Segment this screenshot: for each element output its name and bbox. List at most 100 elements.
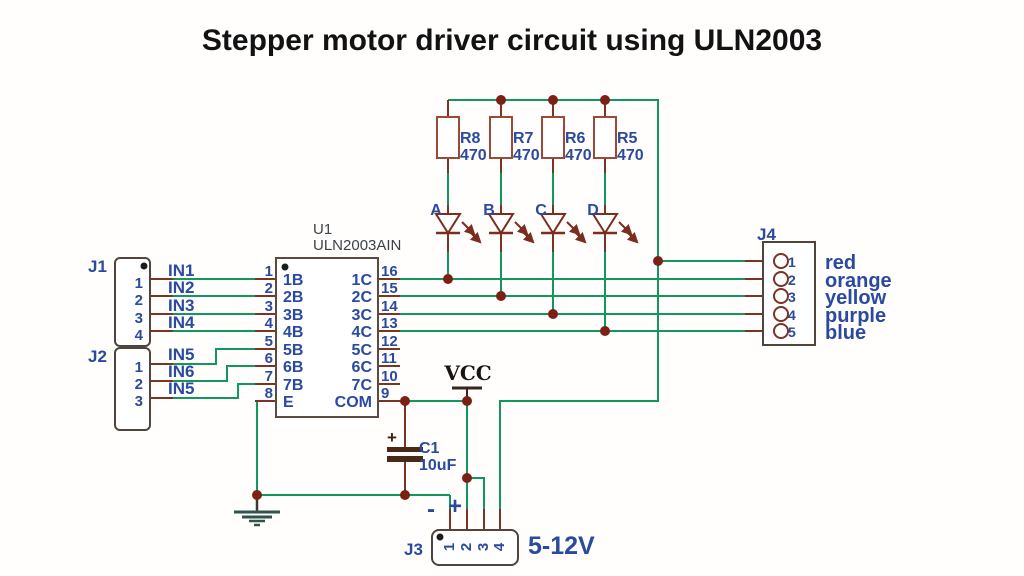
led-symbol-a	[434, 213, 482, 244]
connector-j4-ref: J4	[757, 225, 776, 244]
wire-color-blue: blue	[825, 322, 867, 344]
ic-pin-label: 3B	[283, 307, 304, 324]
ic-pin-label: 7B	[283, 377, 304, 394]
ic-pin-label: 2C	[351, 289, 372, 306]
resistor-body-r8	[436, 116, 460, 159]
j3-pin-number: 2	[458, 542, 475, 552]
j3-pin-number: 3	[475, 542, 492, 552]
wire-j2-nets	[173, 348, 255, 399]
ic-pin-number: 6	[264, 350, 273, 367]
resistor-value-r6: 470	[565, 147, 592, 164]
net-label-in5b: IN5	[168, 379, 195, 398]
pin1-indicator-dots	[140, 262, 444, 541]
ic-pin-number: 5	[264, 333, 273, 350]
resistor-ref-r6: R6	[565, 130, 586, 147]
resistor-bodies	[436, 116, 617, 159]
ground-symbol	[234, 495, 280, 527]
resistor-ref-r7: R7	[513, 130, 534, 147]
ic-body	[275, 257, 379, 418]
j1-pin-number: 2	[134, 292, 143, 309]
wires	[173, 99, 745, 509]
j2-pin-number: 1	[134, 359, 143, 376]
connector-j1-body	[114, 257, 151, 347]
ic-pin-number: 15	[381, 280, 398, 297]
ic-pin-label: 6B	[283, 359, 304, 376]
led-label-b: B	[483, 202, 495, 219]
wire-output-rows	[400, 278, 745, 332]
net-label-in3: IN3	[168, 296, 195, 315]
ic-pin-label: E	[283, 394, 294, 411]
j3-minus-sign: -	[427, 496, 435, 523]
connector-j4-body	[762, 241, 816, 346]
junction-dots	[252, 95, 663, 500]
ic-pin-number: 7	[264, 368, 273, 385]
ic-pin-label: 2B	[283, 289, 304, 306]
led-symbols	[434, 213, 639, 244]
j4-pin-number: 4	[788, 307, 796, 323]
wire-resistor-to-led	[447, 172, 606, 206]
wire-color-purple: purple	[825, 305, 887, 327]
connector-j1-ref: J1	[88, 257, 107, 276]
connector-j2-body	[114, 347, 151, 431]
led-symbol-c	[539, 213, 587, 244]
j1-pin-number: 3	[134, 310, 143, 327]
wire-led-to-row	[447, 251, 606, 331]
j4-pin-number: 3	[788, 289, 796, 305]
capacitor-value: 10uF	[419, 457, 457, 474]
resistor-ref-r5: R5	[617, 130, 638, 147]
ic-pin-number: 12	[381, 333, 398, 350]
j2-pin-number: 3	[134, 393, 143, 410]
j3-pin-number: 4	[491, 542, 508, 552]
ic-pin-number: 3	[264, 298, 273, 315]
ic-pin-number: 11	[381, 350, 397, 367]
ic-pin-label: 4C	[351, 324, 372, 341]
wire-color-red: red	[825, 252, 857, 274]
vcc-label: VCC	[444, 361, 492, 385]
wire-j3-feeds	[449, 401, 485, 509]
net-label-in4: IN4	[168, 313, 195, 332]
resistor-body-r6	[541, 116, 565, 159]
j4-pin-number: 5	[788, 324, 796, 340]
ic-pin-number: 1	[264, 263, 273, 280]
led-symbol-b	[487, 213, 535, 244]
capacitor-symbol	[387, 447, 423, 462]
ic-pin-label: 1C	[351, 272, 372, 289]
ic-pin-label: 6C	[351, 359, 372, 376]
led-symbol-d	[591, 213, 639, 244]
connector-j2-ref: J2	[88, 347, 107, 366]
net-label-in2: IN2	[168, 278, 195, 297]
ic-pin-number: 10	[381, 368, 398, 385]
j4-pin-number: 1	[788, 254, 796, 270]
led-label-d: D	[587, 202, 599, 219]
resistor-value-r5: 470	[617, 147, 644, 164]
capacitor-plus-sign: +	[387, 428, 397, 447]
resistor-ref-r8: R8	[460, 130, 481, 147]
ic-pin-label: 3C	[351, 307, 372, 324]
j2-pin-number: 2	[134, 376, 143, 393]
ic-pin-label: 5B	[283, 342, 304, 359]
ic-pin-number: 14	[381, 298, 398, 315]
j3-plus-sign: +	[448, 493, 463, 520]
supply-voltage-label: 5-12V	[528, 532, 595, 560]
connector-j3-ref: J3	[404, 540, 423, 559]
net-label-in6: IN6	[168, 362, 195, 381]
ic-part-number: ULN2003AIN	[313, 237, 402, 254]
j4-pin-number: 2	[788, 272, 796, 288]
resistor-body-r5	[593, 116, 617, 159]
resistor-body-r7	[489, 116, 513, 159]
ic-pin-number: 2	[264, 280, 273, 297]
capacitor-ref: C1	[419, 440, 440, 457]
wire-input-rows	[173, 278, 255, 332]
wire-color-yellow: yellow	[825, 287, 887, 309]
connector-j3-body	[431, 529, 519, 566]
ic-pin-number: 9	[381, 385, 390, 402]
page-title: Stepper motor driver circuit using ULN20…	[201, 24, 823, 57]
j3-pin-number: 1	[441, 542, 458, 552]
pin-stubs	[150, 100, 774, 530]
wire-top-rail-and-right-riser	[448, 99, 659, 509]
ic-pin-number: 13	[381, 315, 398, 332]
ic-pin-label: 5C	[351, 342, 372, 359]
resistor-value-r8: 470	[460, 147, 487, 164]
